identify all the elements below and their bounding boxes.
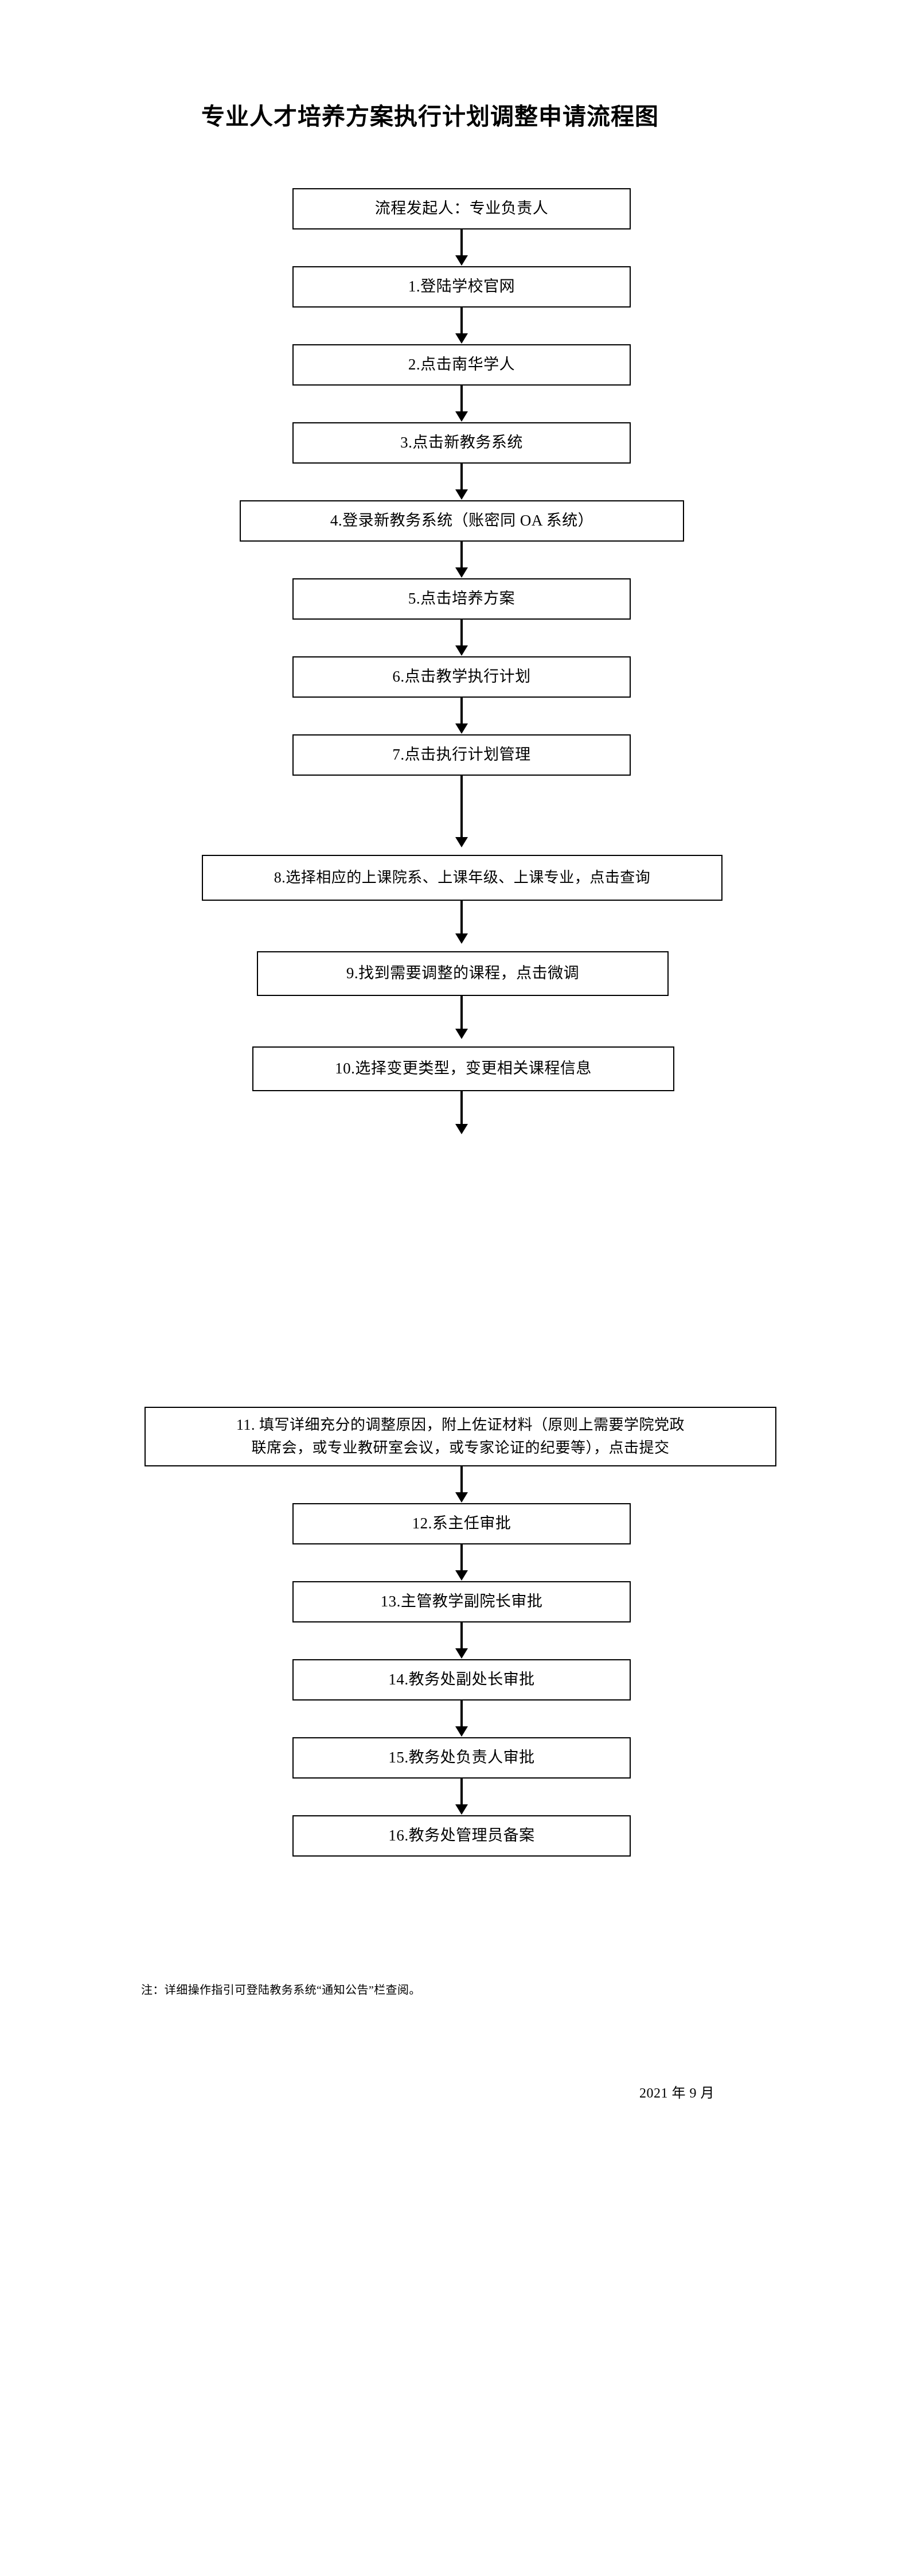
arrow-head-icon	[455, 1648, 468, 1659]
flow-node-step-13: 13.主管教学副院长审批	[292, 1581, 631, 1622]
flow-node-label: 12.系主任审批	[412, 1515, 511, 1532]
connector-line	[460, 1779, 463, 1806]
flow-node-label: 流程发起人：专业负责人	[374, 200, 549, 217]
arrow-head-icon	[455, 837, 468, 847]
flow-node-label: 5.点击培养方案	[408, 590, 515, 608]
flow-node-label: 4.登录新教务系统（账密同 OA 系统）	[330, 512, 594, 530]
arrow-head-icon	[455, 1804, 468, 1815]
arrow-head-icon	[455, 489, 468, 500]
flow-node-step-5: 5.点击培养方案	[292, 578, 631, 620]
flow-node-label-line1: 11. 填写详细充分的调整原因，附上佐证材料（原则上需要学院党政	[236, 1416, 685, 1433]
arrow-head-icon	[455, 1726, 468, 1737]
flow-node-step-3: 3.点击新教务系统	[292, 422, 631, 464]
flow-node-label: 7.点击执行计划管理	[392, 746, 531, 764]
connector-line	[460, 996, 463, 1030]
connector-line	[460, 1466, 463, 1494]
arrow-head-icon	[455, 933, 468, 944]
arrow-head-icon	[455, 567, 468, 578]
flow-node-step-11: 11. 填写详细充分的调整原因，附上佐证材料（原则上需要学院党政 联席会，或专业…	[144, 1407, 776, 1466]
connector-line	[460, 386, 463, 413]
flow-node-label: 16.教务处管理员备案	[388, 1827, 535, 1845]
flow-node-label: 10.选择变更类型，变更相关课程信息	[335, 1060, 592, 1077]
flow-node-label-line2: 联席会，或专业教研室会议，或专家论证的纪要等），点击提交	[251, 1439, 670, 1456]
flow-node-step-7: 7.点击执行计划管理	[292, 734, 631, 776]
connector-line	[460, 1544, 463, 1572]
flow-node-step-4: 4.登录新教务系统（账密同 OA 系统）	[240, 500, 684, 542]
connector-line	[460, 620, 463, 647]
flow-node-step-8: 8.选择相应的上课院系、上课年级、上课专业，点击查询	[202, 855, 722, 901]
arrow-head-icon	[455, 1492, 468, 1503]
flow-node-step-16: 16.教务处管理员备案	[292, 1815, 631, 1857]
connector-line	[460, 542, 463, 569]
flow-node-label: 3.点击新教务系统	[400, 434, 523, 452]
connector-line	[460, 1091, 463, 1126]
arrow-head-icon	[455, 645, 468, 656]
flow-node-label: 13.主管教学副院长审批	[380, 1593, 543, 1610]
flow-node-initiator: 流程发起人：专业负责人	[292, 188, 631, 229]
flow-node-step-10: 10.选择变更类型，变更相关课程信息	[252, 1046, 674, 1091]
arrow-head-icon	[455, 1124, 468, 1134]
arrow-head-icon	[455, 411, 468, 422]
flow-node-step-12: 12.系主任审批	[292, 1503, 631, 1544]
flow-node-label: 9.找到需要调整的课程，点击微调	[346, 964, 580, 982]
connector-line	[460, 1622, 463, 1650]
flow-node-step-2: 2.点击南华学人	[292, 344, 631, 386]
arrow-head-icon	[455, 255, 468, 266]
arrow-head-icon	[455, 723, 468, 734]
arrow-head-icon	[455, 1570, 468, 1581]
arrow-head-icon	[455, 1029, 468, 1039]
flow-node-label: 15.教务处负责人审批	[388, 1749, 535, 1766]
connector-line	[460, 308, 463, 335]
connector-line	[460, 464, 463, 491]
connector-line	[460, 901, 463, 935]
arrow-head-icon	[455, 333, 468, 344]
flow-node-label: 2.点击南华学人	[408, 356, 515, 373]
flow-node-label: 1.登陆学校官网	[408, 278, 515, 295]
connector-line	[460, 1701, 463, 1728]
footer-date: 2021 年 9 月	[639, 2086, 714, 2101]
connector-line	[460, 229, 463, 257]
flow-node-step-1: 1.登陆学校官网	[292, 266, 631, 308]
flow-node-step-15: 15.教务处负责人审批	[292, 1737, 631, 1779]
flow-node-label: 6.点击教学执行计划	[392, 668, 531, 686]
connector-line	[460, 698, 463, 725]
footer-note: 注：详细操作指引可登陆教务系统“通知公告”栏查阅。	[141, 1984, 421, 1997]
connector-line	[460, 776, 463, 839]
flow-node-step-9: 9.找到需要调整的课程，点击微调	[257, 951, 669, 996]
flow-node-step-6: 6.点击教学执行计划	[292, 656, 631, 698]
flow-node-step-14: 14.教务处副处长审批	[292, 1659, 631, 1701]
flow-node-label: 14.教务处副处长审批	[388, 1671, 535, 1688]
page-title: 专业人才培养方案执行计划调整申请流程图	[201, 103, 659, 130]
flow-node-label: 8.选择相应的上课院系、上课年级、上课专业，点击查询	[274, 869, 651, 886]
